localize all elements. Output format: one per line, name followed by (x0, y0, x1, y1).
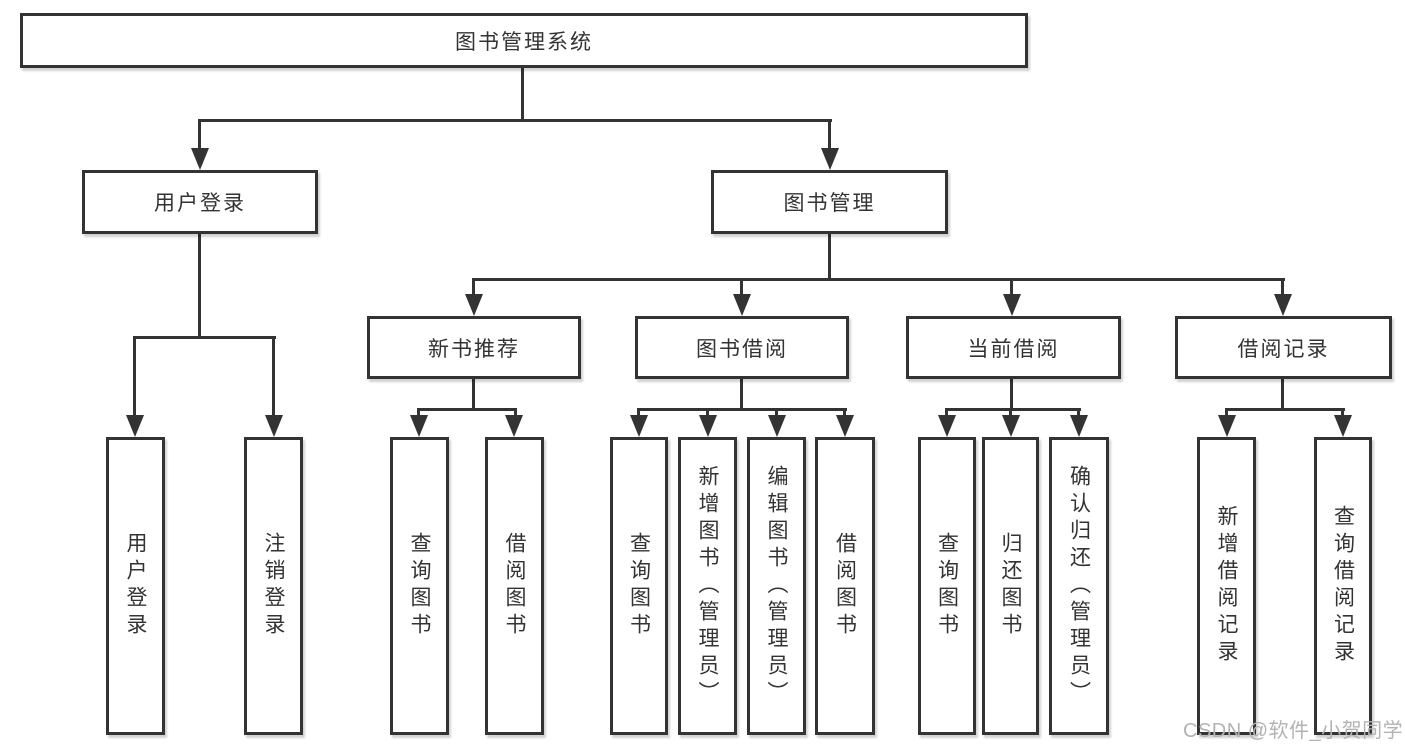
connector-line (1077, 408, 1080, 420)
connector-line (775, 408, 778, 420)
arrow-down-icon (938, 415, 956, 437)
arrow-down-icon (1334, 415, 1352, 437)
connector-line (417, 408, 517, 411)
node-new-book-recommendation: 新书推荐 (367, 316, 581, 379)
arrow-down-icon (505, 415, 523, 437)
connector-line (198, 234, 201, 336)
connector-line (1281, 379, 1284, 408)
connector-line (472, 278, 1285, 281)
arrow-down-icon (126, 415, 144, 437)
connector-line (1010, 379, 1013, 408)
arrow-down-icon (410, 415, 428, 437)
arrow-down-icon (1002, 415, 1020, 437)
connector-line (133, 336, 276, 339)
connector-line (1225, 408, 1228, 420)
node-current-borrowing: 当前借阅 (906, 316, 1121, 379)
arrow-down-icon (699, 415, 717, 437)
leaf-label: 查询图书 (408, 532, 431, 640)
connector-line (198, 119, 832, 122)
leaf-confirm-return-admin: 确认归还（管理员） (1049, 437, 1109, 735)
node-library-management-system: 图书管理系统 (20, 13, 1028, 68)
connector-line (472, 379, 475, 408)
leaf-label: 用户登录 (124, 532, 147, 640)
leaf-label: 归还图书 (999, 532, 1022, 640)
leaf-user-login: 用户登录 (106, 437, 165, 735)
connector-line (198, 119, 201, 152)
connector-line (828, 234, 831, 278)
connector-line (945, 408, 1081, 411)
node-borrowing-records: 借阅记录 (1175, 316, 1392, 379)
connector-line (1341, 408, 1344, 420)
connector-line (637, 408, 847, 411)
leaf-query-books-borrowing: 查询图书 (610, 437, 668, 735)
leaf-label: 编辑图书（管理员） (765, 464, 788, 708)
connector-line (740, 379, 743, 408)
leaf-label: 新增借阅记录 (1215, 505, 1238, 667)
leaf-label: 确认归还（管理员） (1067, 464, 1091, 708)
connector-line (1010, 278, 1013, 298)
watermark: CSDN @软件_小贺同学 (1183, 720, 1404, 742)
leaf-query-books-current: 查询图书 (918, 437, 976, 735)
connector-line (1009, 408, 1012, 420)
connector-line (828, 119, 831, 152)
leaf-query-borrow-record: 查询借阅记录 (1314, 437, 1372, 735)
connector-line (521, 68, 524, 120)
connector-line (272, 336, 275, 418)
leaf-label: 借阅图书 (833, 532, 857, 640)
arrow-down-icon (836, 415, 854, 437)
connector-line (417, 408, 420, 420)
arrow-down-icon (265, 415, 283, 437)
leaf-label: 注销登录 (262, 532, 285, 640)
leaf-logout: 注销登录 (244, 437, 303, 735)
leaf-label: 查询图书 (935, 532, 959, 640)
arrow-down-icon (191, 148, 209, 170)
arrow-down-icon (1218, 415, 1236, 437)
arrow-down-icon (821, 148, 839, 170)
leaf-borrow-books-recommend: 借阅图书 (485, 437, 544, 735)
node-user-login: 用户登录 (82, 170, 318, 234)
connector-line (945, 408, 948, 420)
connector-line (843, 408, 846, 420)
leaf-label: 查询图书 (627, 532, 651, 640)
arrow-down-icon (630, 415, 648, 437)
connector-line (1225, 408, 1345, 411)
leaf-return-book: 归还图书 (982, 437, 1039, 735)
arrow-down-icon (465, 294, 483, 316)
connector-line (706, 408, 709, 420)
leaf-query-books-recommend: 查询图书 (390, 437, 449, 735)
leaf-label: 查询借阅记录 (1331, 505, 1355, 667)
node-book-management: 图书管理 (711, 170, 948, 234)
arrow-down-icon (1070, 415, 1088, 437)
connector-line (1281, 278, 1284, 298)
connector-line (740, 278, 743, 298)
leaf-add-book-admin: 新增图书（管理员） (678, 437, 737, 735)
leaf-label: 新增图书（管理员） (696, 464, 719, 708)
leaf-edit-book-admin: 编辑图书（管理员） (747, 437, 806, 735)
leaf-add-borrow-record: 新增借阅记录 (1197, 437, 1256, 735)
leaf-label: 借阅图书 (503, 532, 526, 640)
connector-line (637, 408, 640, 420)
arrow-down-icon (1274, 294, 1292, 316)
arrow-down-icon (1003, 294, 1021, 316)
arrow-down-icon (733, 294, 751, 316)
node-book-borrowing: 图书借阅 (635, 316, 849, 379)
connector-line (472, 278, 475, 298)
arrow-down-icon (768, 415, 786, 437)
connector-line (133, 336, 136, 418)
connector-line (514, 408, 517, 420)
leaf-borrow-books: 借阅图书 (815, 437, 875, 735)
